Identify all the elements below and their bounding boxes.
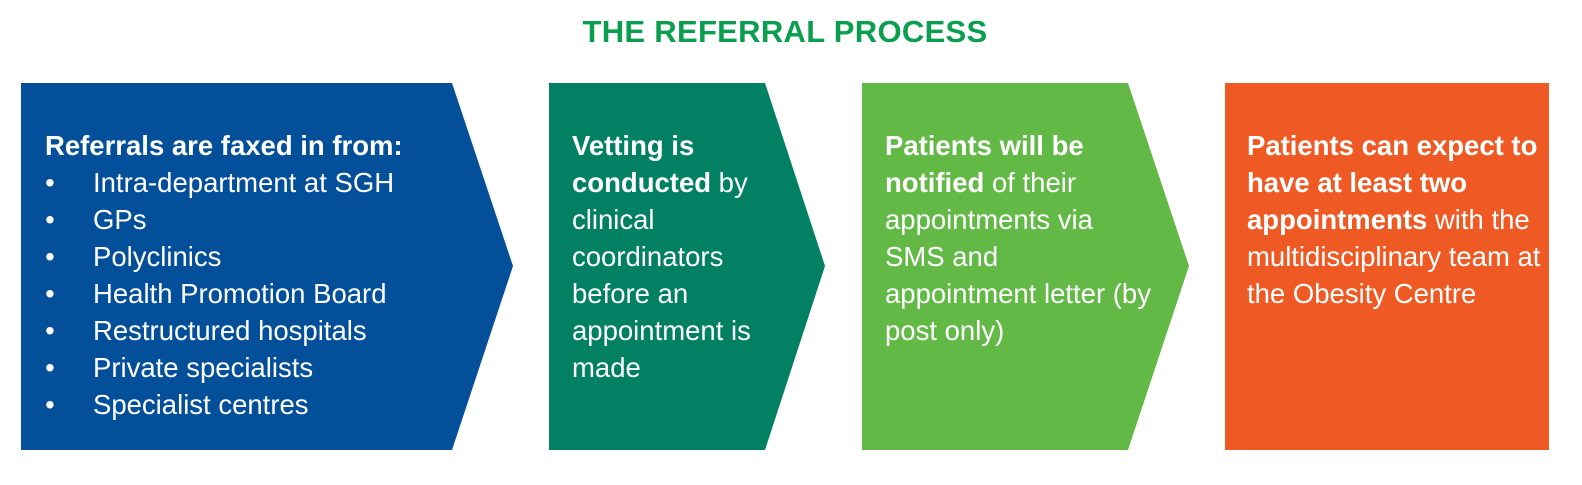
step-vetting-text: Vetting is conducted by clinical coordin…	[572, 127, 772, 386]
step-vetting: Vetting is conducted by clinical coordin…	[549, 83, 825, 450]
bullet-icon: •	[45, 278, 55, 309]
step-notification-bold: Patients will be notified	[885, 130, 1084, 198]
bullet-icon: •	[45, 315, 55, 346]
referral-source-item: •Health Promotion Board	[45, 275, 465, 312]
step-appointments-text: Patients can expect to have at least two…	[1247, 127, 1547, 312]
referral-source-item: •Intra-department at SGH	[45, 164, 465, 201]
referral-source-item: •Private specialists	[45, 349, 465, 386]
step-referrals-text: Referrals are faxed in from: •Intra-depa…	[45, 127, 465, 423]
bullet-icon: •	[45, 352, 55, 383]
bullet-icon: •	[45, 204, 55, 235]
bullet-icon: •	[45, 389, 55, 420]
step-appointments: Patients can expect to have at least two…	[1225, 83, 1549, 450]
step-appointments-rest: with the multidisciplinary team at the O…	[1247, 204, 1541, 309]
referral-source-item: •Restructured hospitals	[45, 312, 465, 349]
step-referrals: Referrals are faxed in from: •Intra-depa…	[21, 83, 513, 450]
diagram-title: THE REFERRAL PROCESS	[582, 14, 988, 49]
step-notification-text: Patients will be notified of their appoi…	[885, 127, 1155, 349]
step-vetting-rest: by clinical coordinators before an appoi…	[572, 167, 751, 383]
step-vetting-bold: Vetting is conducted	[572, 130, 712, 198]
step-appointments-bold: Patients can expect to have at least two…	[1247, 130, 1538, 235]
referral-source-item: •Polyclinics	[45, 238, 465, 275]
bullet-icon: •	[45, 241, 55, 272]
referral-source-item: •Specialist centres	[45, 386, 465, 423]
step-referrals-heading: Referrals are faxed in from:	[45, 130, 403, 161]
step-notification-rest: of their appointments via SMS and appoin…	[885, 167, 1151, 346]
referral-source-item: •GPs	[45, 201, 465, 238]
bullet-icon: •	[45, 167, 55, 198]
step-notification: Patients will be notified of their appoi…	[862, 83, 1189, 450]
referral-source-list: •Intra-department at SGH •GPs •Polyclini…	[45, 164, 465, 423]
